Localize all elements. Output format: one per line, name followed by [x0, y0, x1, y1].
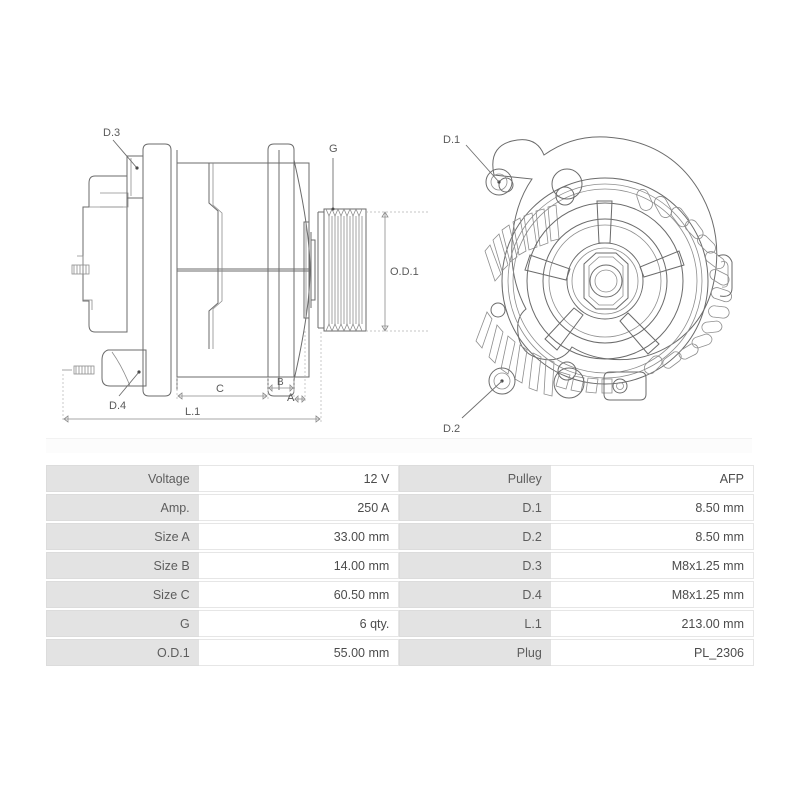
spec-value-d1: 8.50 mm — [550, 494, 754, 521]
spec-label-plug: Plug — [399, 639, 551, 666]
shaft-hex-nut — [583, 252, 629, 310]
table-row: Amp. 250 A D.1 8.50 mm — [46, 494, 754, 521]
label-l1: L.1 — [185, 406, 200, 418]
table-top-accent-bar — [46, 438, 752, 453]
dimension-od1 — [366, 211, 428, 332]
spec-value-g: 6 qty. — [198, 610, 400, 637]
table-row: Voltage 12 V Pulley AFP — [46, 465, 754, 492]
vent-scallops — [636, 189, 732, 375]
label-b: B — [277, 377, 284, 388]
alternator-front-view: D.1 D.2 — [443, 134, 733, 435]
spec-value-voltage: 12 V — [198, 465, 400, 492]
table-row: O.D.1 55.00 mm Plug PL_2306 — [46, 639, 754, 666]
dimension-c — [176, 377, 269, 400]
spec-label-l1: L.1 — [399, 610, 551, 637]
spec-value-d3: M8x1.25 mm — [550, 552, 754, 579]
alternator-side-view: G D.3 D.4 O.D.1 — [62, 127, 428, 423]
spec-label-size-c: Size C — [46, 581, 199, 608]
spec-label-od1: O.D.1 — [46, 639, 199, 666]
spec-label-d1: D.1 — [399, 494, 551, 521]
cooling-louvres-lower — [475, 311, 555, 397]
spec-value-plug: PL_2306 — [550, 639, 754, 666]
spec-value-size-a: 33.00 mm — [198, 523, 400, 550]
spec-label-pulley: Pulley — [399, 465, 551, 492]
spec-value-od1: 55.00 mm — [198, 639, 400, 666]
label-d3-leader — [112, 139, 139, 170]
spec-label-size-b: Size B — [46, 552, 199, 579]
spec-value-size-b: 14.00 mm — [198, 552, 400, 579]
spec-value-amp: 250 A — [198, 494, 400, 521]
pulley-6-groove — [317, 207, 367, 333]
spec-value-l1: 213.00 mm — [550, 610, 754, 637]
spec-label-amp: Amp. — [46, 494, 199, 521]
label-g: G — [329, 143, 338, 155]
technical-drawings-area: G D.3 D.4 O.D.1 — [62, 127, 733, 435]
label-c: C — [216, 383, 224, 395]
dimension-a — [293, 331, 306, 403]
table-row: G 6 qty. L.1 213.00 mm — [46, 610, 754, 637]
label-g-leader — [331, 158, 335, 211]
table-row: Size B 14.00 mm D.3 M8x1.25 mm — [46, 552, 754, 579]
spec-value-pulley: AFP — [550, 465, 754, 492]
specification-table-body: Voltage 12 V Pulley AFP Amp. 250 A D.1 8… — [46, 465, 754, 666]
label-d3: D.3 — [103, 127, 120, 139]
table-row: Size C 60.50 mm D.4 M8x1.25 mm — [46, 581, 754, 608]
rear-terminal-stud — [71, 264, 90, 275]
spec-label-d4: D.4 — [399, 581, 551, 608]
label-d2-leader — [461, 380, 503, 419]
rotor-spokes — [524, 200, 685, 355]
spec-label-d3: D.3 — [399, 552, 551, 579]
connector-boss — [603, 371, 647, 401]
d3-boss — [126, 155, 144, 199]
spec-value-d4: M8x1.25 mm — [550, 581, 754, 608]
dimension-l1 — [62, 332, 322, 423]
specification-table: Voltage 12 V Pulley AFP Amp. 250 A D.1 8… — [46, 463, 754, 668]
table-row: Size A 33.00 mm D.2 8.50 mm — [46, 523, 754, 550]
label-d1-leader — [465, 144, 500, 183]
label-d4-leader — [118, 370, 141, 397]
dimension-b — [267, 377, 295, 392]
label-d2: D.2 — [443, 423, 460, 435]
label-a: A — [287, 392, 295, 404]
label-d1: D.1 — [443, 134, 460, 146]
d4-boss — [62, 349, 147, 387]
cooling-louvres-upper — [484, 204, 560, 282]
spec-label-d2: D.2 — [399, 523, 551, 550]
spec-label-g: G — [46, 610, 199, 637]
spec-value-d2: 8.50 mm — [550, 523, 754, 550]
label-od1: O.D.1 — [390, 266, 419, 278]
spec-value-size-c: 60.50 mm — [198, 581, 400, 608]
d2-mounting-ear — [488, 367, 516, 395]
spec-label-size-a: Size A — [46, 523, 199, 550]
spec-label-voltage: Voltage — [46, 465, 199, 492]
label-d4: D.4 — [109, 400, 126, 412]
